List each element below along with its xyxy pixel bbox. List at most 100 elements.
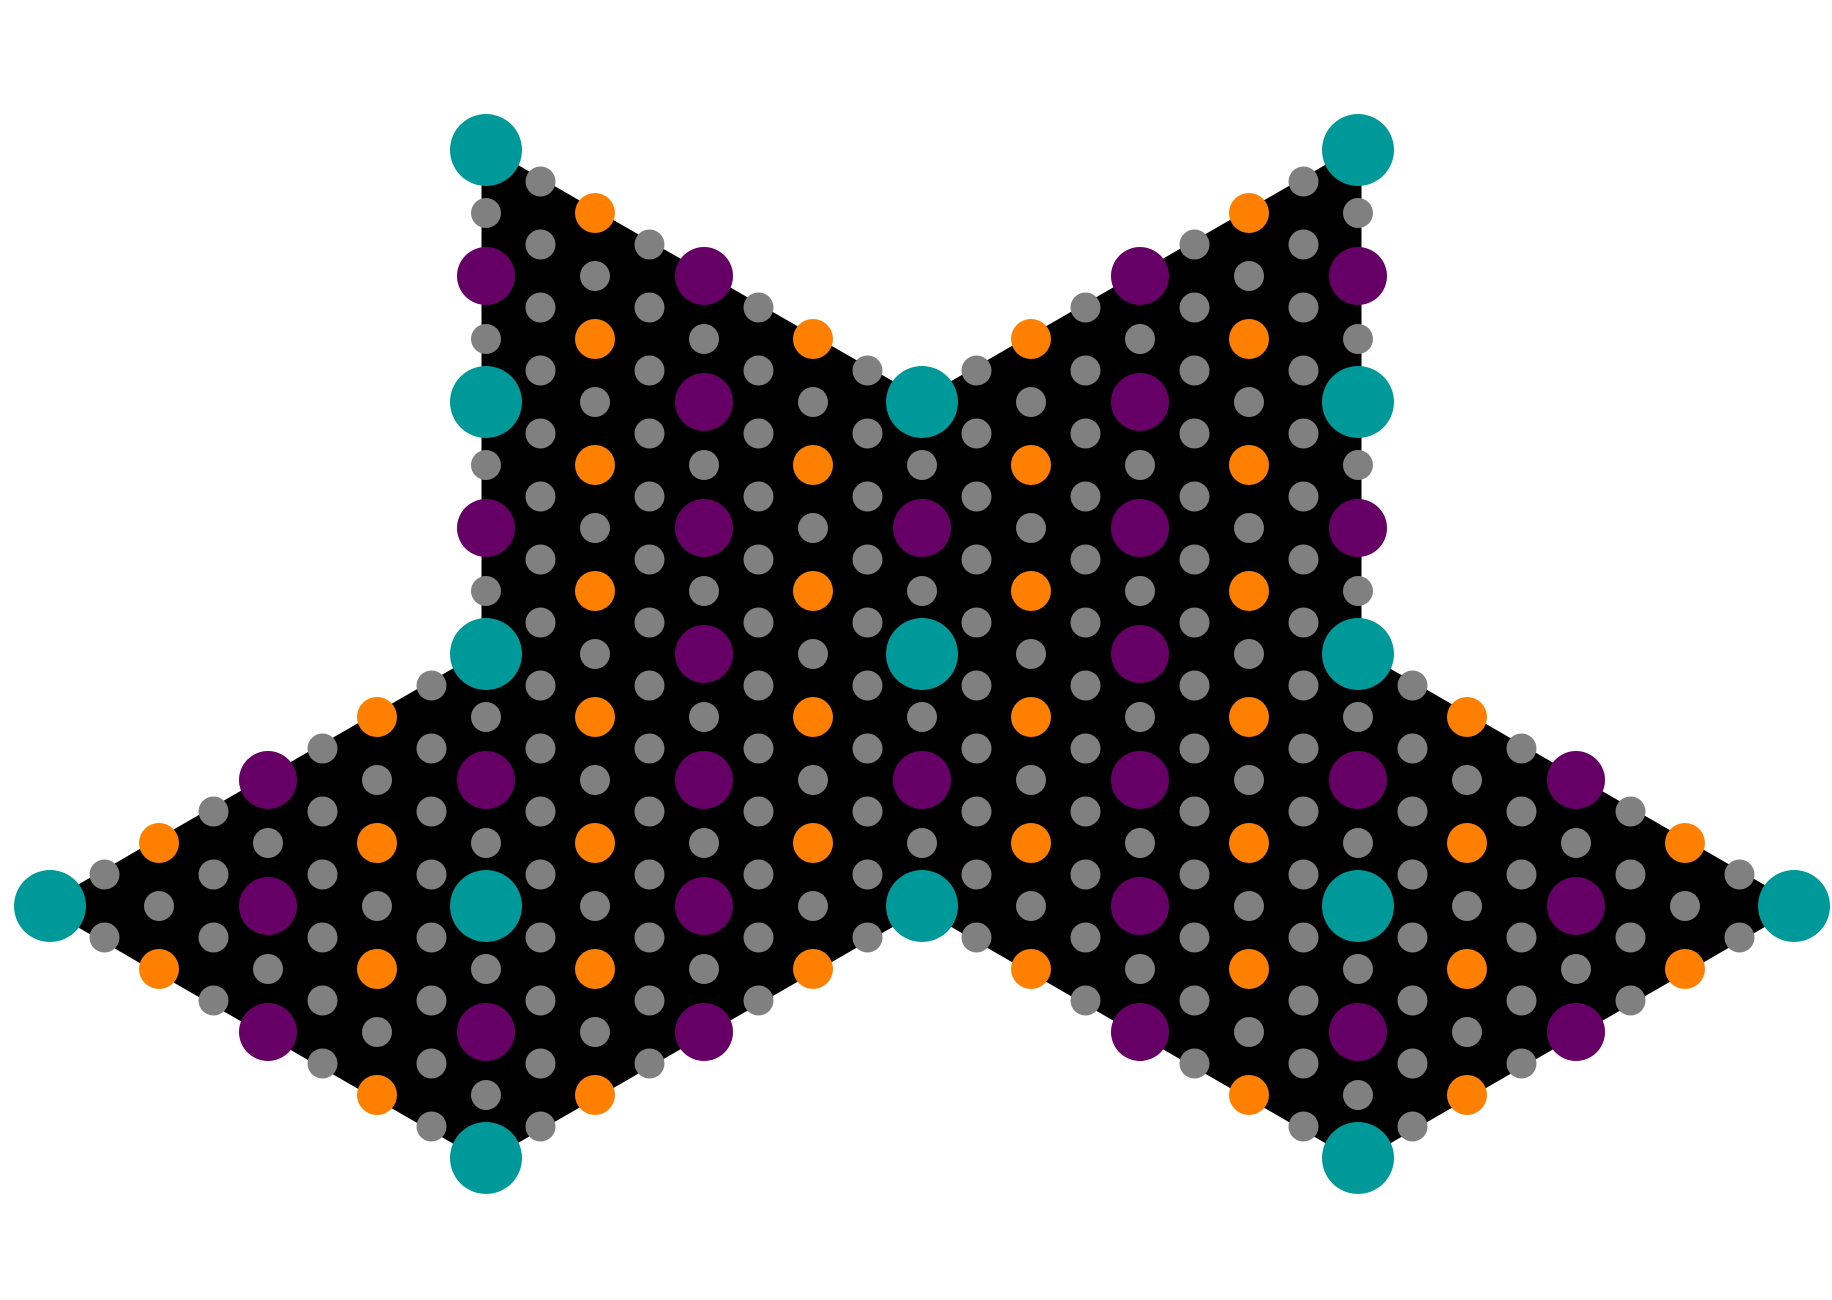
gray-dot — [580, 387, 610, 417]
gray-dot — [743, 481, 774, 512]
orange-dot — [357, 697, 397, 737]
gray-dot — [1615, 796, 1646, 827]
orange-dot — [1229, 697, 1269, 737]
gray-dot — [1397, 1111, 1428, 1142]
orange-dot — [1229, 571, 1269, 611]
gray-dot — [89, 859, 120, 890]
gray-dot — [1506, 1048, 1537, 1079]
gray-dot — [471, 1080, 501, 1110]
orange-dot — [1229, 319, 1269, 359]
gray-dot — [1070, 544, 1101, 575]
gray-dot — [852, 418, 883, 449]
orange-dot — [793, 823, 833, 863]
gray-dot — [1288, 481, 1319, 512]
purple-dot — [675, 373, 733, 431]
gray-dot — [743, 922, 774, 953]
gray-dot — [1016, 891, 1046, 921]
gray-dot — [689, 324, 719, 354]
gray-dot — [1288, 1111, 1319, 1142]
purple-dot — [1111, 499, 1169, 557]
gray-dot — [907, 450, 937, 480]
gray-dot — [743, 733, 774, 764]
gray-dot — [525, 481, 556, 512]
orange-dot — [1665, 823, 1705, 863]
gray-dot — [1125, 828, 1155, 858]
gray-dot — [525, 418, 556, 449]
gray-dot — [743, 985, 774, 1016]
gray-dot — [634, 922, 665, 953]
gray-dot — [1016, 639, 1046, 669]
purple-dot — [1329, 499, 1387, 557]
gray-dot — [634, 670, 665, 701]
gray-dot — [580, 891, 610, 921]
gray-dot — [1343, 198, 1373, 228]
gray-dot — [525, 292, 556, 323]
gray-dot — [1179, 544, 1210, 575]
gray-dot — [634, 544, 665, 575]
orange-dot — [1011, 571, 1051, 611]
gray-dot — [471, 198, 501, 228]
gray-dot — [1288, 544, 1319, 575]
orange-dot — [1447, 697, 1487, 737]
gray-dot — [961, 418, 992, 449]
gray-dot — [1615, 985, 1646, 1016]
gray-dot — [1397, 733, 1428, 764]
gray-dot — [1234, 1017, 1264, 1047]
purple-dot — [1111, 751, 1169, 809]
gray-dot — [1234, 261, 1264, 291]
gray-dot — [1234, 891, 1264, 921]
gray-dot — [307, 796, 338, 827]
gray-dot — [852, 481, 883, 512]
orange-dot — [139, 823, 179, 863]
gray-dot — [634, 733, 665, 764]
gray-dot — [1179, 670, 1210, 701]
gray-dot — [1179, 229, 1210, 260]
gray-dot — [852, 859, 883, 890]
gray-dot — [253, 954, 283, 984]
gray-dot — [525, 355, 556, 386]
gray-dot — [1179, 796, 1210, 827]
purple-dot — [457, 499, 515, 557]
gray-dot — [743, 418, 774, 449]
gray-dot — [798, 513, 828, 543]
gray-dot — [1506, 796, 1537, 827]
gray-dot — [961, 922, 992, 953]
gray-dot — [1506, 985, 1537, 1016]
gray-dot — [1288, 418, 1319, 449]
gray-dot — [1343, 576, 1373, 606]
gray-dot — [1397, 859, 1428, 890]
gray-dot — [1179, 607, 1210, 638]
gray-dot — [1506, 733, 1537, 764]
gray-dot — [634, 229, 665, 260]
gray-dot — [1070, 481, 1101, 512]
purple-dot — [893, 751, 951, 809]
gray-dot — [1561, 828, 1591, 858]
teal-dot — [450, 870, 522, 942]
gray-dot — [1343, 1080, 1373, 1110]
gray-dot — [852, 922, 883, 953]
teal-dot — [450, 618, 522, 690]
gray-dot — [525, 922, 556, 953]
gray-dot — [743, 796, 774, 827]
teal-dot — [450, 366, 522, 438]
gray-dot — [1288, 355, 1319, 386]
teal-dot — [886, 870, 958, 942]
gray-dot — [907, 576, 937, 606]
purple-dot — [675, 877, 733, 935]
gray-dot — [634, 985, 665, 1016]
gray-dot — [961, 355, 992, 386]
gray-dot — [362, 891, 392, 921]
gray-dot — [1343, 702, 1373, 732]
teal-dot — [1322, 870, 1394, 942]
gray-dot — [471, 954, 501, 984]
gray-dot — [1179, 985, 1210, 1016]
orange-dot — [1011, 949, 1051, 989]
gray-dot — [634, 607, 665, 638]
purple-dot — [675, 247, 733, 305]
purple-dot — [1111, 247, 1169, 305]
orange-dot — [575, 823, 615, 863]
teal-dot — [1322, 114, 1394, 186]
purple-dot — [239, 751, 297, 809]
gray-dot — [1016, 387, 1046, 417]
gray-dot — [1670, 891, 1700, 921]
